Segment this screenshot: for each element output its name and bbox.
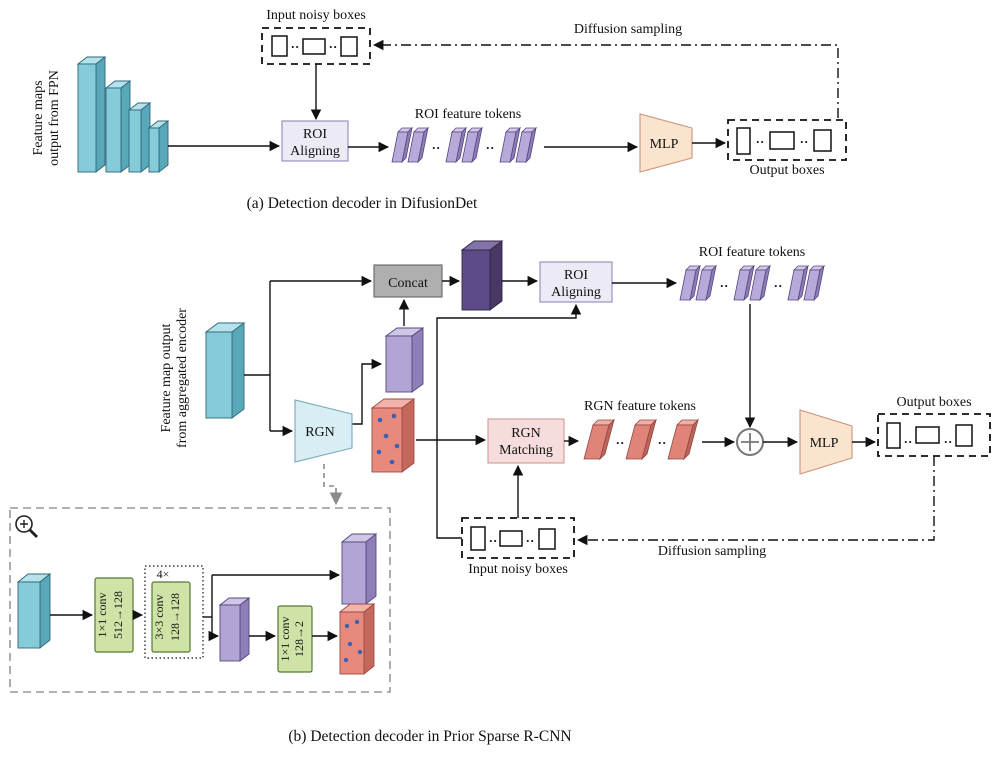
rgn-matching-line1: RGN (511, 426, 541, 441)
noisy-box (340, 36, 358, 57)
diffusion-sampling-line-b (576, 456, 935, 546)
fpn-feature-map-stack (76, 56, 170, 173)
conv3-line2: 128→2 (292, 621, 306, 657)
ellipsis-dots: ·· (944, 434, 953, 449)
concat-box: Concat (373, 264, 443, 298)
magnifier-icon (15, 515, 38, 538)
output-box (813, 129, 832, 152)
roi-aligning-b-line2: Aligning (551, 285, 601, 300)
roi-aligning-box-b: ROI Aligning (539, 261, 613, 303)
conv2-line2: 128→128 (168, 593, 182, 641)
ellipsis-dots: ·· (526, 533, 535, 548)
roi-feature-tokens-b: ·· ·· (679, 265, 825, 301)
conv1-line2: 512→128 (111, 591, 125, 639)
output-box (886, 422, 901, 449)
detail-box-map-out (338, 603, 376, 675)
rgn-zoom-arrow (323, 464, 343, 506)
output-boxes-b: ·· ·· (877, 413, 991, 457)
repeat-label: 4× (157, 567, 170, 581)
noisy-box (271, 35, 288, 57)
output-boxes-a: ·· ·· (727, 119, 847, 161)
roi-aligning-box-a: ROI Aligning (281, 120, 349, 162)
mlp-a: MLP (639, 113, 693, 173)
concat-output-map (460, 240, 504, 311)
detail-mid-map (218, 597, 251, 662)
output-boxes-label-a: Output boxes (749, 163, 824, 178)
roi-feature-tokens-label-a: ROI feature tokens (415, 107, 522, 122)
mlp-label-b: MLP (810, 436, 839, 451)
caption-a: (a) Detection decoder in DifusionDet (247, 195, 478, 212)
ellipsis-dots: ·· (658, 435, 667, 450)
ellipsis-dots: ·· (800, 134, 809, 149)
noisy-box (302, 38, 326, 55)
rgn-matching-box: RGN Matching (487, 418, 565, 464)
detail-input-map (16, 573, 52, 649)
arrow-noisy-to-roialign-b (436, 303, 582, 539)
roi-feature-tokens-a: ·· ·· (391, 127, 537, 163)
output-box (955, 424, 973, 447)
ellipsis-dots: ·· (616, 435, 625, 450)
ellipsis-dots: ·· (486, 140, 495, 155)
roi-aligning-text-line1: ROI (303, 127, 327, 142)
encoder-feature-map (204, 322, 246, 419)
ellipsis-dots: ·· (904, 434, 913, 449)
mlp-b: MLP (799, 409, 853, 475)
rgn-feature-tokens-label: RGN feature tokens (584, 399, 696, 414)
rgn-detail-panel: 1×1 conv 512→128 4× 3×3 conv 128→128 (9, 507, 391, 693)
output-box (915, 426, 940, 444)
output-box (769, 131, 795, 150)
detail-feature-map-out (340, 533, 378, 605)
plus-icon (741, 433, 759, 451)
diffusion-sampling-label-b: Diffusion sampling (658, 544, 766, 559)
roi-aligning-text-line2: Aligning (290, 144, 340, 159)
ellipsis-dots: ·· (489, 533, 498, 548)
ellipsis-dots: ·· (329, 39, 338, 54)
conv2-line1: 3×3 conv (152, 594, 166, 639)
rgn-trapezoid: RGN (294, 399, 353, 463)
input-noisy-boxes-label-b: Input noisy boxes (468, 562, 568, 577)
rgn-feature-tokens: ·· ·· (583, 419, 699, 460)
fpn-label-line2: output from FPN (47, 70, 62, 166)
conv1-block: 1×1 conv 512→128 (94, 577, 134, 653)
fpn-label-line1: Feature maps (31, 80, 46, 155)
rgn-label: RGN (305, 425, 335, 440)
arrow-rgn-to-purplemap (352, 358, 383, 425)
ellipsis-dots: ·· (774, 278, 783, 293)
repeat-block: 4× 3×3 conv 128→128 (144, 565, 204, 659)
caption-b: (b) Detection decoder in Prior Sparse R-… (288, 728, 571, 745)
roi-aligning-b-line1: ROI (564, 268, 588, 283)
input-noisy-boxes-b: ·· ·· (461, 517, 575, 559)
concat-label: Concat (388, 276, 428, 291)
rgn-feature-map (384, 327, 425, 393)
noisy-box (538, 528, 556, 550)
output-boxes-label-b: Output boxes (896, 395, 971, 410)
ellipsis-dots: ·· (720, 278, 729, 293)
noisy-box (470, 526, 486, 551)
noisy-box (499, 530, 523, 547)
roi-feature-tokens-label-b: ROI feature tokens (699, 245, 806, 260)
output-box (736, 127, 751, 155)
conv3-line1: 1×1 conv (278, 616, 292, 661)
rgn-box-map (370, 398, 416, 473)
diffusion-sampling-line-a (372, 39, 839, 118)
rgn-matching-line2: Matching (499, 443, 553, 458)
ellipsis-dots: ·· (432, 140, 441, 155)
sum-operator (736, 428, 764, 456)
diagram-b: Feature map output from aggregated encod… (9, 240, 991, 745)
encoder-label-line2: from aggregated encoder (175, 308, 190, 448)
ellipsis-dots: ·· (291, 39, 300, 54)
diffusion-sampling-label-a: Diffusion sampling (574, 22, 682, 37)
input-noisy-boxes-label-a: Input noisy boxes (266, 8, 366, 23)
conv3-block: 1×1 conv 128→2 (277, 605, 313, 673)
diagram-a: Feature maps output from FPN ·· ·· Input… (31, 8, 847, 212)
input-noisy-boxes-a: ·· ·· (261, 27, 371, 65)
conv1-line1: 1×1 conv (95, 592, 109, 637)
mlp-label-a: MLP (650, 137, 679, 152)
encoder-label-line1: Feature map output (159, 323, 174, 432)
ellipsis-dots: ·· (756, 134, 765, 149)
